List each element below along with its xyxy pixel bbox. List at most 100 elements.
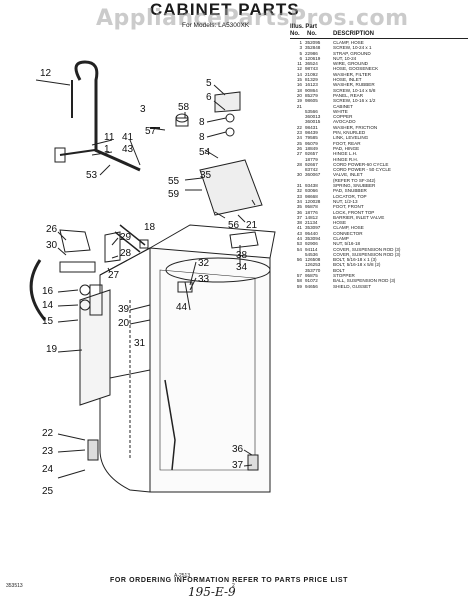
callout-21: 21 — [246, 220, 258, 231]
part-number: 21092 — [305, 71, 318, 77]
part-number: 93438 — [305, 183, 318, 189]
part-description: COVER, SUSPENSION ROD (3) — [333, 246, 401, 252]
part-description: VALVE, INLET — [333, 172, 363, 178]
part-illus-no: 25 — [296, 140, 302, 146]
part-number: 120028 — [305, 198, 321, 204]
part-number: 353770 — [305, 267, 321, 273]
part-description: SCREW, 10-24 x 1 — [333, 45, 372, 51]
part-number: 92667 — [305, 161, 318, 167]
part-number: 353097 — [305, 225, 321, 231]
part-description: BALL, SUSPENSION ROD (3) — [333, 278, 396, 284]
part-number: 360067 — [305, 172, 321, 178]
part-number: 14812 — [305, 214, 318, 220]
callout-8a: 8 — [199, 117, 205, 128]
part-illus-no: 5 — [299, 50, 302, 56]
parts-list-columns: No. No. DESCRIPTION — [290, 31, 468, 39]
callout-30: 30 — [46, 240, 58, 251]
col-illus-no: No. — [290, 31, 300, 37]
callout-27: 27 — [108, 270, 120, 281]
part-illus-no: 12 — [296, 66, 302, 72]
part-illus-no: 36 — [296, 209, 302, 215]
part-description: HOSE — [333, 220, 347, 226]
part-description: CLAMP, HOSE — [333, 40, 364, 45]
figure-label: A-2513 — [174, 573, 191, 579]
part-description: WHITE — [333, 108, 348, 114]
callout-28: 28 — [120, 248, 132, 259]
part-number: 98743 — [305, 66, 318, 72]
part-description: BOLT, 5/16-18 x 1 (3) — [333, 257, 377, 263]
part-number: 81329 — [305, 77, 318, 83]
part-illus-no: 3 — [299, 45, 302, 51]
handwritten-note: 195-E-9 — [188, 585, 236, 599]
part-description: WIRE, GROUND — [333, 61, 368, 67]
part-illus-no: 43 — [296, 230, 302, 236]
callout-33: 33 — [198, 274, 210, 285]
part-illus-no: 41 — [296, 225, 302, 231]
callout-55: 55 — [168, 176, 180, 187]
parts-list-header: Illus. Part — [290, 24, 318, 30]
part-illus-no: 38 — [296, 220, 302, 226]
part-number: 98431 — [305, 124, 318, 130]
part-description: COPPER — [333, 114, 353, 120]
part-description: PAD, HINGE — [333, 145, 360, 151]
callout-58: 58 — [178, 102, 190, 113]
part-number: 18776 — [305, 209, 318, 215]
part-number: 352095 — [305, 40, 321, 45]
part-number: 126253 — [305, 262, 321, 268]
part-number: 91072 — [305, 278, 318, 284]
part-number: 95079 — [305, 140, 318, 146]
part-description: PIN, KNURLED — [333, 130, 366, 136]
part-description: LINK, LEVELING — [333, 135, 369, 141]
parts-row: 360013 COPPER — [290, 114, 468, 119]
callout-12: 12 — [40, 68, 52, 79]
part-description: COVER, SUSPENSION ROD (3) — [333, 251, 401, 257]
callout-8b: 8 — [199, 132, 205, 143]
callout-53: 53 — [86, 170, 98, 181]
part-illus-no: 26 — [296, 145, 302, 151]
part-number: 120619 — [305, 55, 321, 61]
part-number: 98668 — [305, 193, 318, 199]
part-number: 126508 — [305, 257, 321, 263]
diagram-callouts: 11 1 41 43 53 5 6 8 8 57 58 54 55 59 56 … — [40, 68, 258, 497]
callout-57: 57 — [145, 126, 157, 137]
parts-row: 353770 BOLT — [290, 268, 468, 273]
part-number: 22986 — [305, 50, 318, 56]
ordering-note: FOR ORDERING INFORMATION REFER TO PARTS … — [110, 577, 349, 584]
part-number: 360013 — [305, 114, 321, 120]
part-description: CONNECTOR — [333, 230, 363, 236]
part-number: 93066 — [305, 188, 318, 194]
part-description: WASHER, RUBBER — [333, 82, 375, 88]
callout-37: 37 — [232, 460, 244, 471]
part-number: 94656 — [305, 283, 318, 289]
part-number: 95875 — [305, 273, 318, 279]
callout-22: 22 — [42, 428, 54, 439]
part-description: SHIELD, GUSSET — [333, 283, 372, 289]
callout-19: 19 — [46, 344, 58, 355]
part-description: CABINET — [333, 103, 353, 109]
part-number: 92906 — [305, 241, 318, 247]
page-title: CABINET PARTS — [150, 0, 300, 19]
callout-16: 16 — [42, 286, 54, 297]
part-description: HOSE, INLET — [333, 77, 362, 83]
part-description: BOLT — [333, 267, 345, 273]
callout-1: 1 — [104, 144, 110, 155]
part-illus-no: 18 — [296, 87, 302, 93]
